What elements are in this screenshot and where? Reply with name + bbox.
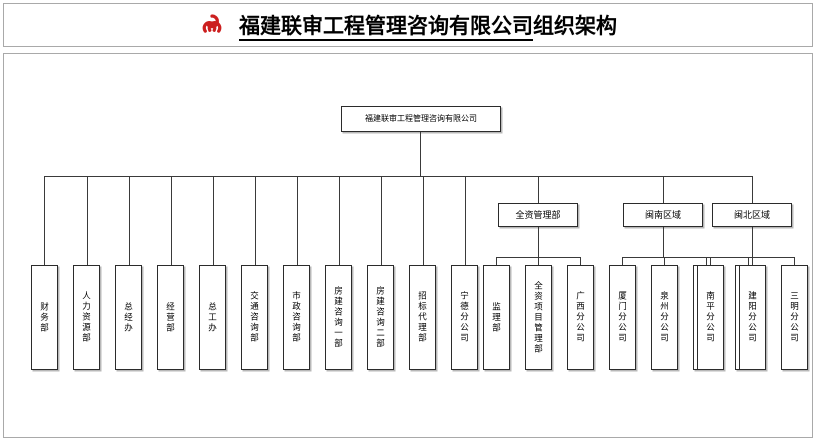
org-leaf-label: 房建咨询一部 (333, 286, 344, 349)
org-leaf-hr[interactable]: 人力资源部 (73, 265, 100, 370)
org-leaf-gm-office[interactable]: 总经办 (115, 265, 142, 370)
page-title-underlined: 福建联审工程管理咨询有限公司 (239, 14, 533, 41)
connector-drop-1 (44, 176, 45, 265)
connector-group-2-drop-4 (748, 257, 749, 265)
org-leaf-wholly-owned-project-mgmt[interactable]: 全资项目管理部 (525, 265, 552, 370)
connector-group-drop-2 (663, 176, 664, 203)
connector-drop-3 (129, 176, 130, 265)
org-leaf-jianyang-branch[interactable]: 建阳分公司 (739, 265, 766, 370)
org-node-group-3-label: 闽北区域 (733, 209, 770, 220)
org-leaf-building-consulting-1[interactable]: 房建咨询一部 (325, 265, 352, 370)
connector-drop-6 (255, 176, 256, 265)
org-leaf-label: 交通咨询部 (249, 291, 260, 344)
org-chart-panel: 福建联审工程管理咨询有限公司 全资管理部 闽南区域 (3, 53, 813, 438)
connector-group-2-drop-3 (706, 257, 707, 265)
org-leaf-label: 房建咨询二部 (375, 286, 386, 349)
connector-group-2-drop-1 (622, 257, 623, 265)
connector-group-1-drop-1 (496, 257, 497, 265)
org-node-group-1-label: 全资管理部 (515, 209, 561, 220)
org-node-root[interactable]: 福建联审工程管理咨询有限公司 (341, 106, 501, 132)
connector-drop-9 (381, 176, 382, 265)
org-leaf-operations[interactable]: 经营部 (157, 265, 184, 370)
connector-group-drop-3 (752, 176, 753, 203)
org-node-group-1[interactable]: 全资管理部 (498, 203, 578, 227)
org-leaf-sanming-branch[interactable]: 三明分公司 (781, 265, 808, 370)
org-leaf-building-consulting-2[interactable]: 房建咨询二部 (367, 265, 394, 370)
org-leaf-municipal-consulting[interactable]: 市政咨询部 (283, 265, 310, 370)
org-leaf-label: 总经办 (123, 301, 134, 334)
org-leaf-xiamen-branch[interactable]: 厦门分公司 (609, 265, 636, 370)
connector-root-stem (420, 132, 421, 176)
org-leaf-label: 招标代理部 (417, 291, 428, 344)
header-content: 福建联审工程管理咨询有限公司组织架构 (4, 4, 812, 46)
org-leaf-label: 财务部 (39, 301, 50, 334)
org-leaf-finance[interactable]: 财务部 (31, 265, 58, 370)
org-leaf-label: 三明分公司 (789, 291, 800, 344)
connector-group-drop-1 (538, 176, 539, 203)
connector-group-2-stem (663, 227, 664, 257)
connector-drop-2 (87, 176, 88, 265)
connector-drop-5 (213, 176, 214, 265)
org-leaf-label: 泉州分公司 (659, 291, 670, 344)
org-leaf-label: 全资项目管理部 (533, 280, 544, 355)
trefoil-logo-icon (202, 14, 222, 33)
org-node-root-label: 福建联审工程管理咨询有限公司 (365, 114, 477, 123)
org-leaf-label: 监理部 (491, 301, 502, 334)
connector-drop-11 (465, 176, 466, 265)
page-title-plain: 组织架构 (533, 14, 617, 38)
org-leaf-label: 建阳分公司 (747, 291, 758, 344)
org-leaf-supervision[interactable]: 监理部 (483, 265, 510, 370)
org-leaf-label: 人力资源部 (81, 291, 92, 344)
org-node-group-3[interactable]: 闽北区域 (712, 203, 792, 227)
org-leaf-label: 南平分公司 (705, 291, 716, 344)
org-leaf-label: 市政咨询部 (291, 291, 302, 344)
org-leaf-label: 厦门分公司 (617, 291, 628, 344)
connector-group-1-drop-2 (538, 257, 539, 265)
connector-drop-4 (171, 176, 172, 265)
connector-drop-8 (339, 176, 340, 265)
org-leaf-ningde-branch[interactable]: 宁德分公司 (451, 265, 478, 370)
org-leaf-bidding-agency[interactable]: 招标代理部 (409, 265, 436, 370)
org-node-group-2-label: 闽南区域 (644, 209, 681, 220)
connector-group-2-bus (622, 257, 748, 258)
org-leaf-chief-engineer-office[interactable]: 总工办 (199, 265, 226, 370)
page-title: 福建联审工程管理咨询有限公司组织架构 (239, 10, 617, 41)
connector-group-2-drop-2 (664, 257, 665, 265)
connector-group-1-stem (538, 227, 539, 257)
connector-group-3-stem (752, 227, 753, 257)
connector-group-3-drop-3 (794, 257, 795, 265)
org-leaf-label: 宁德分公司 (459, 291, 470, 344)
connector-group-3-drop-1 (710, 257, 711, 265)
org-leaf-label: 经营部 (165, 301, 176, 334)
org-node-group-2[interactable]: 闽南区域 (623, 203, 703, 227)
org-leaf-label: 广西分公司 (575, 291, 586, 344)
org-leaf-label: 总工办 (207, 301, 218, 334)
org-leaf-guangxi-branch[interactable]: 广西分公司 (567, 265, 594, 370)
org-leaf-nanping-branch[interactable]: 南平分公司 (697, 265, 724, 370)
connector-drop-7 (297, 176, 298, 265)
org-leaf-quanzhou-branch[interactable]: 泉州分公司 (651, 265, 678, 370)
org-chart-canvas: 福建联审工程管理咨询有限公司 全资管理部 闽南区域 (4, 54, 812, 437)
header-band: 福建联审工程管理咨询有限公司组织架构 (3, 3, 813, 47)
connector-group-1-drop-3 (580, 257, 581, 265)
connector-main-bus (44, 176, 753, 177)
connector-group-3-drop-2 (752, 257, 753, 265)
connector-drop-10 (423, 176, 424, 265)
org-leaf-transport-consulting[interactable]: 交通咨询部 (241, 265, 268, 370)
